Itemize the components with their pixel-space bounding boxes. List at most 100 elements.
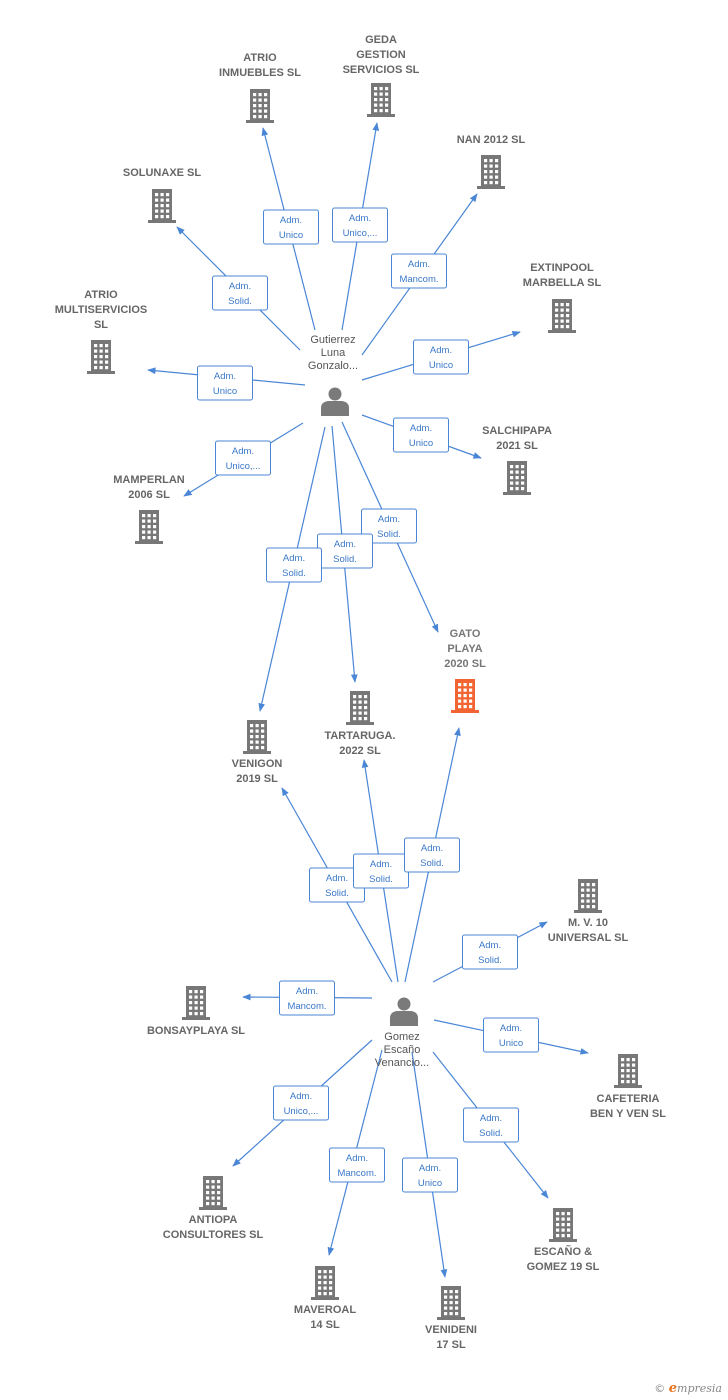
role-label[interactable]: Adm.Mancom. <box>329 1147 385 1183</box>
role-label-text: Adm. <box>421 843 443 854</box>
role-label-text: Adm. <box>430 345 452 356</box>
company-label: MAMPERLAN <box>113 474 185 486</box>
company-label: BEN Y VEN SL <box>590 1108 666 1120</box>
building-icon <box>135 510 163 544</box>
company-label: ATRIO <box>84 289 118 301</box>
role-label[interactable]: Adm.Solid. <box>463 1107 519 1143</box>
person-label: Venancio... <box>375 1057 429 1069</box>
role-label-text: Unico,... <box>226 461 261 472</box>
role-label[interactable]: Adm.Solid. <box>212 275 268 311</box>
role-label-text: Adm. <box>419 1163 441 1174</box>
role-label-text: Adm. <box>296 986 318 997</box>
company-label: 2019 SL <box>236 773 278 785</box>
company-label: SERVICIOS SL <box>343 64 420 76</box>
person-node-gutierrez[interactable]: GutierrezLunaGonzalo... <box>308 334 358 416</box>
company-node-tartaruga[interactable]: TARTARUGA.2022 SL <box>324 691 396 757</box>
person-label: Gomez <box>384 1031 419 1043</box>
role-label-text: Mancom. <box>287 1001 326 1012</box>
role-label[interactable]: Adm.Solid. <box>309 867 365 903</box>
company-node-escano[interactable]: ESCAÑO &GOMEZ 19 SL <box>527 1208 600 1273</box>
role-label[interactable]: Adm.Unico,... <box>273 1085 329 1121</box>
role-label-box <box>483 1017 539 1053</box>
role-label-text: Adm. <box>480 1113 502 1124</box>
building-icon <box>477 155 505 189</box>
role-label[interactable]: Adm.Unico,... <box>215 440 271 476</box>
role-label-text: Adm. <box>479 940 501 951</box>
person-label: Gutierrez <box>310 334 355 346</box>
company-node-venigon[interactable]: VENIGON 2019 SL <box>232 720 283 785</box>
person-icon <box>321 387 349 416</box>
role-label-box <box>329 1147 385 1183</box>
building-icon <box>199 1176 227 1210</box>
company-label: 2006 SL <box>128 489 170 501</box>
role-label-text: Adm. <box>283 553 305 564</box>
company-node-bonsay[interactable]: BONSAYPLAYA SL <box>147 986 245 1037</box>
building-icon <box>182 986 210 1020</box>
company-label: M. V. 10 <box>568 917 608 929</box>
role-label[interactable]: Adm.Unico <box>413 339 469 375</box>
role-label[interactable]: Adm.Unico <box>393 417 449 453</box>
person-label: Escaño <box>384 1044 421 1056</box>
role-label-text: Adm. <box>290 1091 312 1102</box>
company-label: SALCHIPAPA <box>482 425 552 437</box>
role-label[interactable]: Adm.Solid. <box>353 853 409 889</box>
role-label[interactable]: Adm.Unico,... <box>332 207 388 243</box>
person-label: Luna <box>321 347 346 359</box>
empresia-logo[interactable]: © empresia <box>654 1381 722 1396</box>
role-label[interactable]: Adm.Mancom. <box>391 253 447 289</box>
role-label-box <box>273 1085 329 1121</box>
company-label: MARBELLA SL <box>523 277 602 289</box>
role-label-text: Unico <box>418 1178 442 1189</box>
company-label: VENIDENI <box>425 1324 477 1336</box>
role-label-box <box>361 508 417 544</box>
company-label: NAN 2012 SL <box>457 134 526 146</box>
role-label-text: Adm. <box>378 514 400 525</box>
role-label[interactable]: Adm. Mancom. <box>279 980 335 1016</box>
role-label-text: Solid. <box>478 955 502 966</box>
role-label[interactable]: Adm.Unico <box>197 365 253 401</box>
role-label-text: Unico <box>279 230 303 241</box>
company-label: ATRIO <box>243 52 277 64</box>
company-label: VENIGON <box>232 758 283 770</box>
role-label[interactable]: Adm.Unico <box>483 1017 539 1053</box>
role-label-box <box>266 547 322 583</box>
role-label-box <box>197 365 253 401</box>
role-label[interactable]: Adm.Solid. <box>404 837 460 873</box>
role-label-box <box>462 934 518 970</box>
person-node-gomez[interactable]: GomezEscañoVenancio... <box>375 997 429 1070</box>
role-label[interactable]: Adm.Solid. <box>317 533 373 569</box>
company-node-nan2012[interactable]: NAN 2012 SL <box>457 134 526 189</box>
company-node-solunaxe[interactable]: SOLUNAXE SL <box>123 167 202 223</box>
role-label-box <box>332 207 388 243</box>
role-label-text: Adm. <box>346 1153 368 1164</box>
role-label-box <box>215 440 271 476</box>
company-label: GOMEZ 19 SL <box>527 1261 600 1273</box>
building-icon <box>346 691 374 725</box>
company-node-venideni[interactable]: VENIDENI 17 SL <box>425 1286 477 1351</box>
building-icon <box>548 299 576 333</box>
role-label[interactable]: Adm.Solid. <box>361 508 417 544</box>
role-label[interactable]: Adm. Unico <box>402 1157 458 1193</box>
company-node-mamperlan[interactable]: MAMPERLAN 2006 SL <box>113 474 185 544</box>
role-label[interactable]: Adm. Solid. <box>462 934 518 970</box>
role-label-text: Adm. <box>229 281 251 292</box>
role-label-text: Adm. <box>349 213 371 224</box>
role-label[interactable]: Adm.Unico <box>263 209 319 245</box>
role-label-box <box>212 275 268 311</box>
company-label: 17 SL <box>436 1339 466 1351</box>
role-label-box <box>463 1107 519 1143</box>
company-label: MAVEROAL <box>294 1304 356 1316</box>
role-label[interactable]: Adm.Solid. <box>266 547 322 583</box>
brand-name: mpresia <box>677 1382 722 1395</box>
